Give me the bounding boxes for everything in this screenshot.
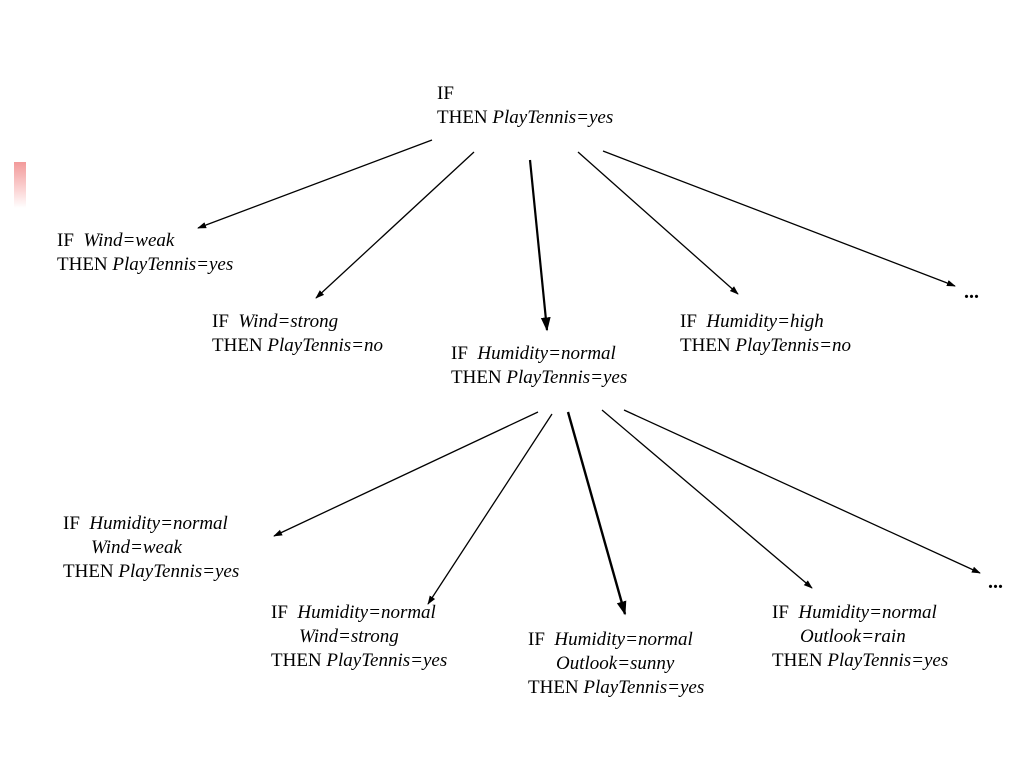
rule-conclusion: PlayTennis=yes bbox=[492, 107, 614, 128]
rule-then-line: THEN PlayTennis=yes bbox=[451, 366, 627, 390]
rule-then-line: THEN PlayTennis=yes bbox=[772, 649, 948, 673]
rule-node-humidity-normal: IF Humidity=normal THEN PlayTennis=yes bbox=[451, 342, 627, 390]
if-keyword: IF bbox=[57, 230, 74, 251]
rule-conclusion: PlayTennis=no bbox=[267, 335, 383, 356]
rule-condition: Humidity=normal bbox=[798, 602, 937, 623]
edge-root-to-more bbox=[602, 150, 956, 287]
rule-if-line: IF Humidity=normal bbox=[772, 601, 948, 625]
rule-then-line: THEN PlayTennis=yes bbox=[437, 106, 613, 130]
rule-condition: Wind=weak bbox=[91, 537, 182, 558]
rule-condition: Humidity=normal bbox=[477, 343, 616, 364]
rule-node-humidity-normal-outlook-sunny: IF Humidity=normal Outlook=sunny THEN Pl… bbox=[528, 628, 704, 700]
rule-node-humidity-high: IF Humidity=high THEN PlayTennis=no bbox=[680, 310, 851, 358]
rule-conclusion: PlayTennis=yes bbox=[827, 650, 949, 671]
if-keyword: IF bbox=[437, 83, 454, 104]
edge-root-to-wind-weak bbox=[197, 139, 433, 229]
rule-condition: Humidity=normal bbox=[297, 602, 436, 623]
rule-if-line: IF Humidity=normal bbox=[271, 601, 447, 625]
rule-conclusion: PlayTennis=yes bbox=[506, 367, 628, 388]
then-keyword: THEN bbox=[63, 561, 114, 582]
then-keyword: THEN bbox=[437, 107, 488, 128]
rule-conclusion: PlayTennis=no bbox=[735, 335, 851, 356]
edge-root-to-humidity-high bbox=[577, 151, 739, 295]
then-keyword: THEN bbox=[212, 335, 263, 356]
if-keyword: IF bbox=[271, 602, 288, 623]
rule-then-line: THEN PlayTennis=yes bbox=[528, 676, 704, 700]
if-keyword: IF bbox=[528, 629, 545, 650]
rule-condition: Outlook=rain bbox=[800, 626, 906, 647]
rule-conclusion: PlayTennis=yes bbox=[112, 254, 234, 275]
more-rules-ellipsis: ... bbox=[964, 281, 979, 303]
edge-root-to-humidity-normal bbox=[528, 159, 551, 332]
if-keyword: IF bbox=[680, 311, 697, 332]
edge-humidity-normal-to-more bbox=[623, 409, 981, 574]
then-keyword: THEN bbox=[57, 254, 108, 275]
rule-if-line: IF Wind=strong bbox=[212, 310, 383, 334]
rule-node-root: IF THEN PlayTennis=yes bbox=[437, 82, 613, 130]
edge-root-to-wind-strong bbox=[315, 151, 475, 299]
rule-condition: Wind=strong bbox=[238, 311, 339, 332]
rule-if-line: IF Humidity=high bbox=[680, 310, 851, 334]
rule-conclusion: PlayTennis=yes bbox=[326, 650, 448, 671]
rule-conclusion: PlayTennis=yes bbox=[583, 677, 705, 698]
edge-humidity-normal-to-wind-strong bbox=[427, 413, 553, 605]
then-keyword: THEN bbox=[680, 335, 731, 356]
rule-node-wind-weak: IF Wind=weak THEN PlayTennis=yes bbox=[57, 229, 233, 277]
rule-if-line: IF bbox=[437, 82, 613, 106]
rule-node-wind-strong: IF Wind=strong THEN PlayTennis=no bbox=[212, 310, 383, 358]
if-keyword: IF bbox=[63, 513, 80, 534]
rule-then-line: THEN PlayTennis=yes bbox=[271, 649, 447, 673]
rule-node-humidity-normal-wind-weak: IF Humidity=normal Wind=weak THEN PlayTe… bbox=[63, 512, 239, 584]
rule-condition: Wind=strong bbox=[299, 626, 399, 647]
rule-condition: Humidity=normal bbox=[554, 629, 693, 650]
rule-condition: Outlook=sunny bbox=[556, 653, 675, 674]
rule-then-line: THEN PlayTennis=no bbox=[212, 334, 383, 358]
rule-if-line: IF Humidity=normal bbox=[451, 342, 627, 366]
then-keyword: THEN bbox=[451, 367, 502, 388]
rule-then-line: THEN PlayTennis=yes bbox=[63, 560, 239, 584]
rule-then-line: THEN PlayTennis=yes bbox=[57, 253, 233, 277]
if-keyword: IF bbox=[772, 602, 789, 623]
more-specializations-ellipsis: ... bbox=[988, 571, 1003, 593]
rule-if-line: IF Wind=weak bbox=[57, 229, 233, 253]
rule-if-line: IF Humidity=normal bbox=[528, 628, 704, 652]
rule-then-line: THEN PlayTennis=no bbox=[680, 334, 851, 358]
edge-humidity-normal-to-outlook-sunny bbox=[566, 411, 627, 616]
then-keyword: THEN bbox=[528, 677, 579, 698]
rule-condition: Wind=weak bbox=[83, 230, 175, 251]
rule-if-line: IF Humidity=normal bbox=[63, 512, 239, 536]
edge-humidity-normal-to-outlook-rain bbox=[601, 409, 813, 589]
rule-conclusion: PlayTennis=yes bbox=[118, 561, 240, 582]
rule-node-humidity-normal-outlook-rain: IF Humidity=normal Outlook=rain THEN Pla… bbox=[772, 601, 948, 673]
rule-condition: Humidity=high bbox=[706, 311, 824, 332]
rule-condition: Humidity=normal bbox=[89, 513, 228, 534]
then-keyword: THEN bbox=[271, 650, 322, 671]
if-keyword: IF bbox=[212, 311, 229, 332]
then-keyword: THEN bbox=[772, 650, 823, 671]
edge-humidity-normal-to-wind-weak bbox=[273, 411, 539, 537]
rule-node-humidity-normal-wind-strong: IF Humidity=normal Wind=strong THEN Play… bbox=[271, 601, 447, 673]
if-keyword: IF bbox=[451, 343, 468, 364]
slide-accent-bar bbox=[14, 162, 26, 208]
